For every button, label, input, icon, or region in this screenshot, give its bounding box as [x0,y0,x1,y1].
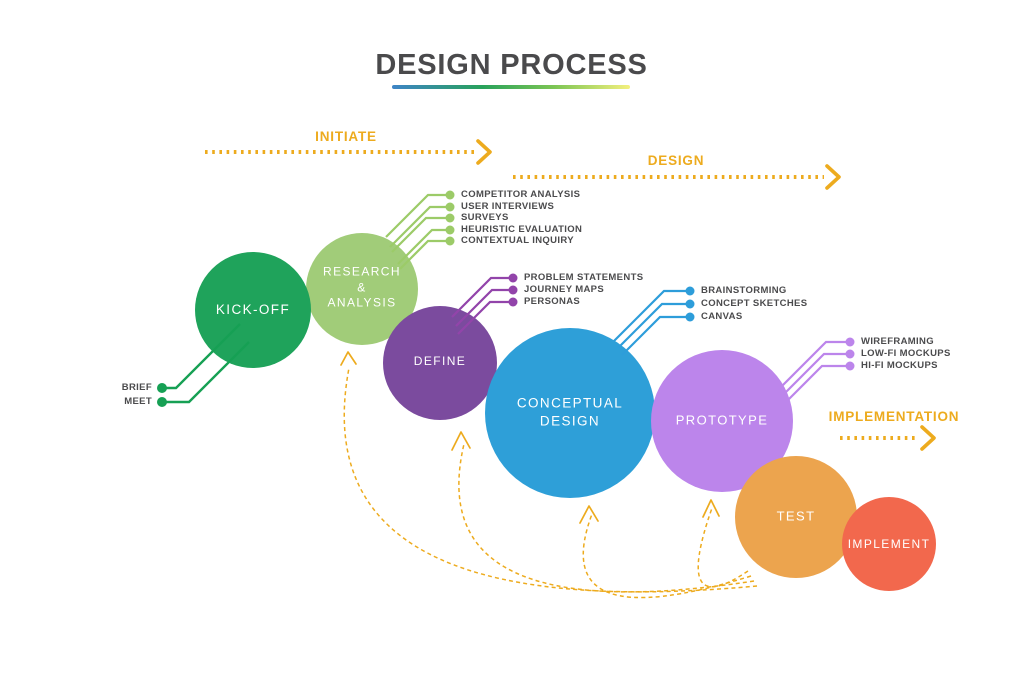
connector-dot [157,383,167,393]
implementation-arrow-head [920,425,936,451]
connector-dot [508,285,518,295]
connector-line [787,364,850,401]
connector-line [621,315,690,356]
connector-dot [685,312,695,322]
connector-dot [445,202,455,212]
design-arrow-head [825,164,841,190]
connector-line [385,193,450,238]
initiate-arrow-head [476,139,492,165]
page-title: DESIGN PROCESS [375,49,648,81]
connector-dot [157,397,167,407]
define-callout-dots [508,273,518,307]
feedback-arrow-head [579,505,599,524]
callout-label-personas: PERSONAS [524,296,581,307]
stage-label-define: DEFINE [413,354,467,369]
callout-label-competitor-analysis: COMPETITOR ANALYSIS [461,189,581,200]
conceptual-callout-lines [613,289,690,356]
feedback-arrow-head [340,351,357,366]
connector-dot [685,299,695,309]
stage-label-kickoff: KICK-OFF [215,302,291,318]
callout-label-canvas: CANVAS [701,311,743,322]
connector-dot [445,213,455,223]
prototype-callout-lines [779,340,850,401]
callout-label-concept-sketches: CONCEPT SKETCHES [701,298,808,309]
callout-label-hifi-mockups: HI-FI MOCKUPS [861,360,938,371]
connector-dot [445,190,455,200]
connector-dot [685,286,695,296]
kickoff-callout-dots [157,383,167,407]
stage-label-implement: IMPLEMENT [847,537,931,552]
callout-label-surveys: SURVEYS [461,212,509,223]
connector-line [389,205,450,248]
stage-label-test: TEST [776,508,816,524]
stage-label-prototype: PROTOTYPE [675,412,769,428]
callout-label-problem-statements: PROBLEM STATEMENTS [524,272,644,283]
callout-label-meet: MEET [124,396,152,407]
callout-label-contextual-inquiry: CONTEXTUAL INQUIRY [461,235,574,246]
callout-label-heuristic-evaluation: HEURISTIC EVALUATION [461,224,583,235]
connector-dot [845,349,855,359]
conceptual-callout-dots [685,286,695,322]
connector-dot [508,297,518,307]
connector-line [391,216,450,253]
connector-line [783,352,850,395]
connector-dot [845,361,855,371]
connector-dot [445,225,455,235]
feedback-curve-to-conceptual [582,513,752,599]
connector-line [613,289,690,342]
phase-label-initiate: INITIATE [315,129,377,144]
stage-label-conceptual-design: CONCEPTUAL DESIGN [516,395,624,428]
connector-dot [508,273,518,283]
phase-label-implementation: IMPLEMENTATION [828,409,960,424]
callout-label-brainstorming: BRAINSTORMING [701,285,787,296]
callout-label-lowfi-mockups: LOW-FI MOCKUPS [861,348,951,359]
feedback-arrow-head [702,499,720,518]
callout-label-brief: BRIEF [121,382,152,393]
prototype-callout-dots [845,337,855,371]
callout-label-wireframing: WIREFRAMING [861,336,934,347]
phase-label-design: DESIGN [647,153,705,168]
stage-circle-implement [842,497,936,591]
callout-label-user-interviews: USER INTERVIEWS [461,201,555,212]
callout-label-journey-maps: JOURNEY MAPS [524,284,605,295]
connector-line [779,340,850,389]
research-callout-dots [445,190,455,246]
connector-line [617,302,690,349]
feedback-arrow-head [451,431,471,451]
stage-label-research: RESEARCH & ANALYSIS [323,264,401,310]
title-underline-gradient [392,85,630,89]
connector-dot [845,337,855,347]
connector-dot [445,236,455,246]
